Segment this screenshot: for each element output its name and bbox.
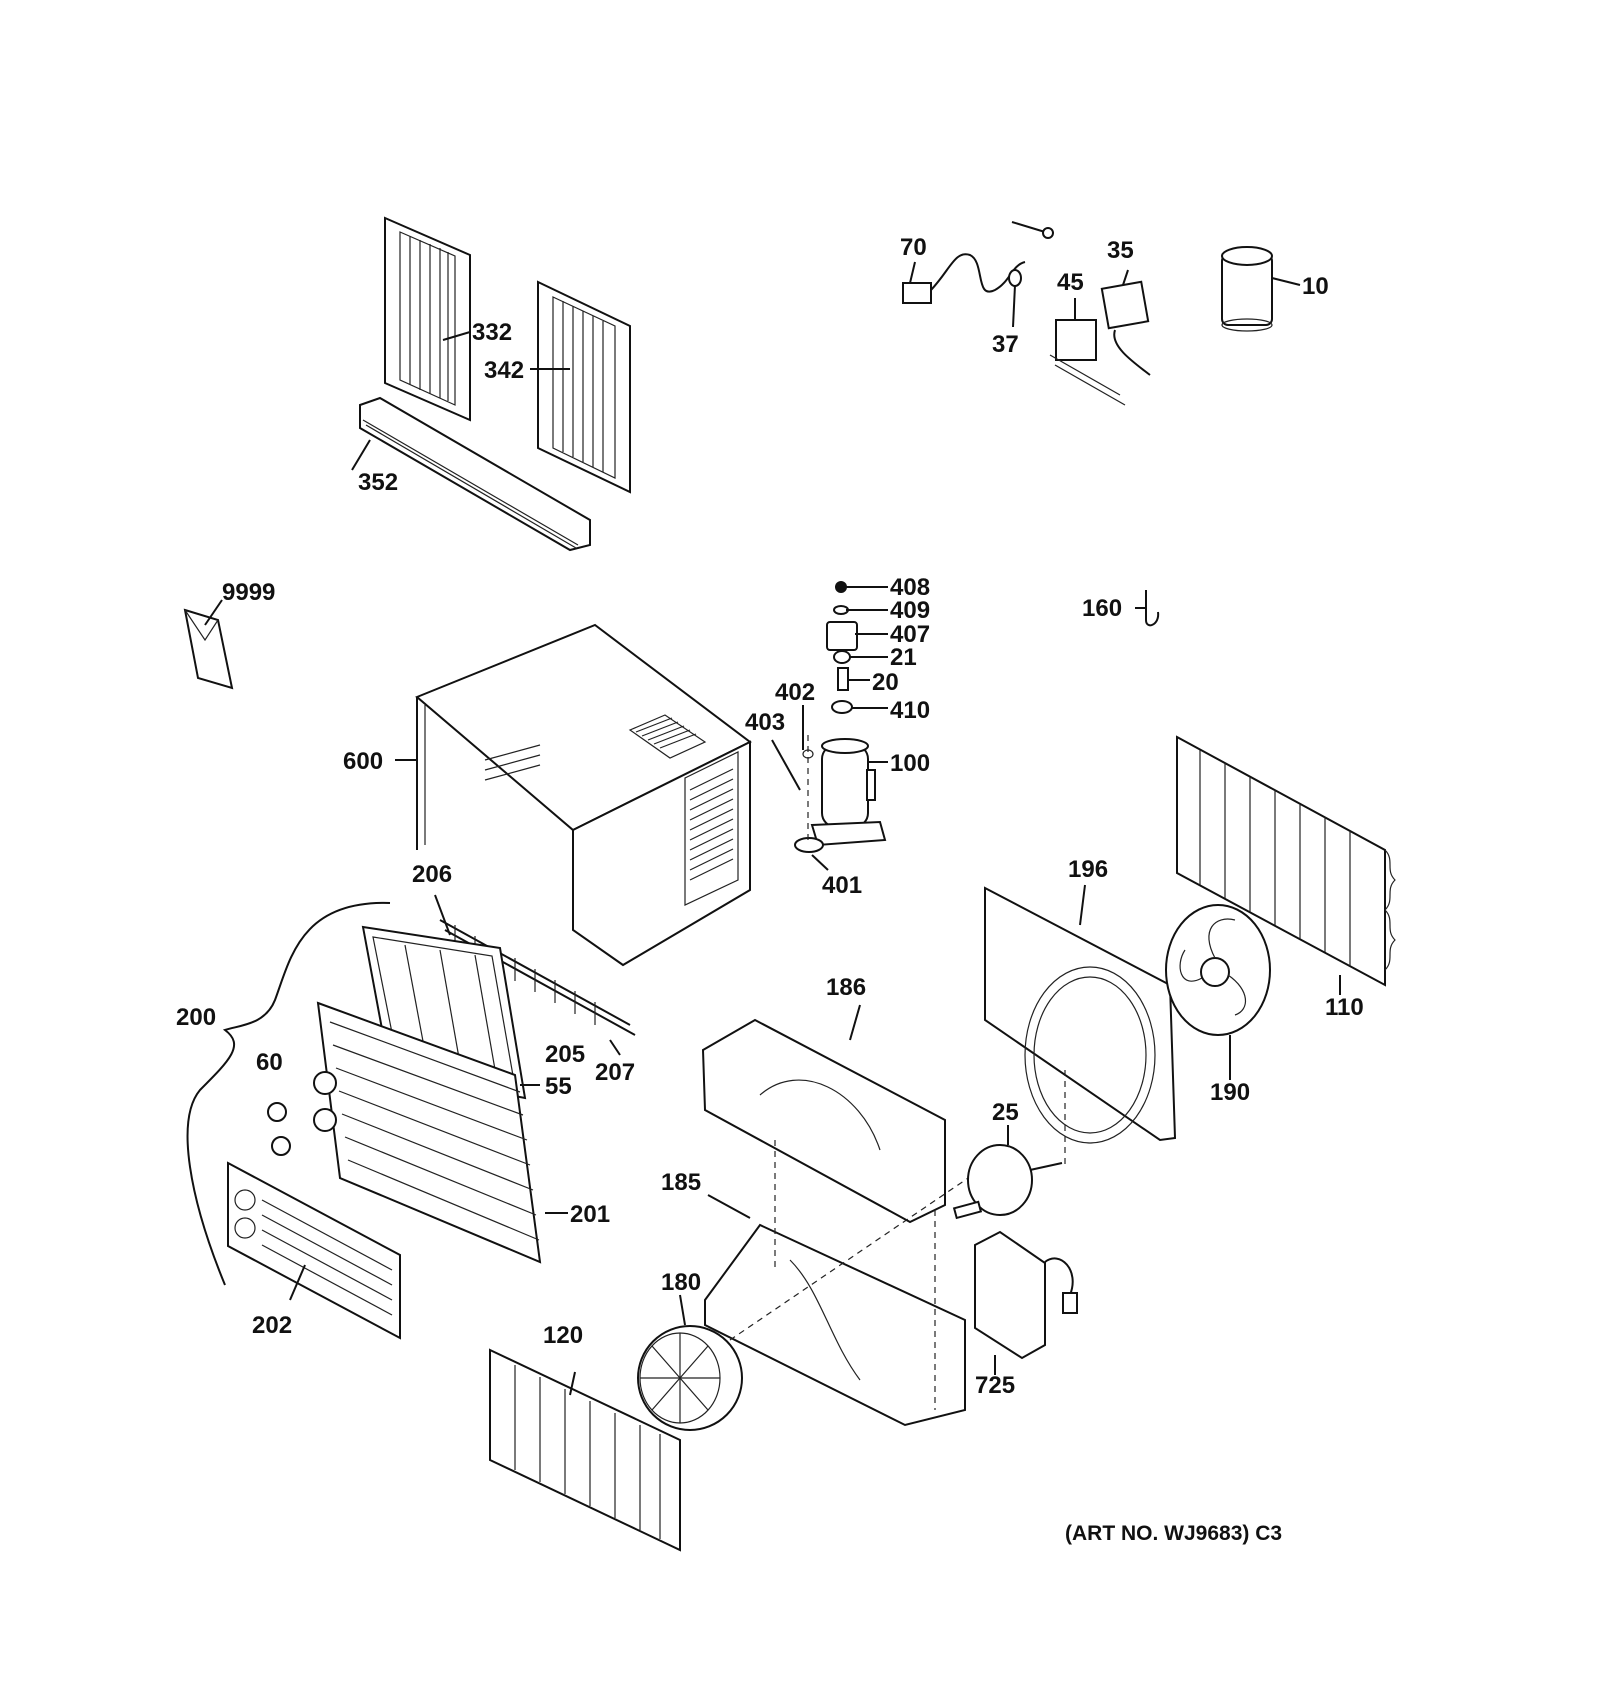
label-401: 401 bbox=[822, 872, 862, 899]
label-20: 20 bbox=[872, 669, 899, 696]
label-25: 25 bbox=[992, 1099, 1019, 1126]
label-185: 185 bbox=[661, 1169, 701, 1196]
label-37: 37 bbox=[992, 331, 1019, 358]
label-35: 35 bbox=[1107, 237, 1134, 264]
label-200: 200 bbox=[176, 1004, 216, 1031]
label-402: 402 bbox=[775, 679, 815, 706]
label-186: 186 bbox=[826, 974, 866, 1001]
side-curtain-right-drawing bbox=[537, 280, 631, 494]
art-number: (ART NO. WJ9683) C3 bbox=[1065, 1522, 1282, 1545]
group-200-bracket bbox=[186, 901, 391, 1286]
label-55: 55 bbox=[545, 1073, 572, 1100]
label-600: 600 bbox=[343, 748, 383, 775]
label-408: 408 bbox=[890, 574, 930, 601]
clip-160-drawing bbox=[1145, 590, 1160, 627]
label-70: 70 bbox=[900, 234, 927, 261]
screw-37-drawing bbox=[1008, 269, 1022, 287]
side-curtain-left-drawing bbox=[384, 216, 471, 422]
label-352: 352 bbox=[358, 469, 398, 496]
label-407: 407 bbox=[890, 621, 930, 648]
label-60: 60 bbox=[256, 1049, 283, 1076]
compressor-drawing bbox=[794, 581, 887, 853]
label-180: 180 bbox=[661, 1269, 701, 1296]
label-410: 410 bbox=[890, 697, 930, 724]
label-409: 409 bbox=[890, 597, 930, 624]
label-196: 196 bbox=[1068, 856, 1108, 883]
front-grille-drawing bbox=[313, 1001, 542, 1264]
label-190: 190 bbox=[1210, 1079, 1250, 1106]
label-725: 725 bbox=[975, 1372, 1015, 1399]
label-332: 332 bbox=[472, 319, 512, 346]
inlet-grille-drawing bbox=[227, 1161, 401, 1340]
leader-lines bbox=[204, 261, 1341, 1396]
switch-45-drawing bbox=[1049, 319, 1126, 406]
fan-shroud-drawing bbox=[984, 886, 1177, 1165]
label-207: 207 bbox=[595, 1059, 635, 1086]
label-205: 205 bbox=[545, 1041, 585, 1068]
capacitor-10-drawing bbox=[1221, 246, 1273, 332]
top-rail-drawing bbox=[359, 396, 591, 552]
label-206: 206 bbox=[412, 861, 452, 888]
label-120: 120 bbox=[543, 1322, 583, 1349]
motor-mount-drawing bbox=[974, 1230, 1078, 1360]
label-100: 100 bbox=[890, 750, 930, 777]
label-9999: 9999 bbox=[222, 579, 275, 606]
scroll-base-drawing bbox=[704, 1223, 966, 1427]
envelope-drawing bbox=[183, 608, 234, 690]
label-21: 21 bbox=[890, 644, 917, 671]
label-403: 403 bbox=[745, 709, 785, 736]
cabinet-drawing bbox=[415, 623, 752, 967]
knobs-drawing bbox=[267, 1102, 291, 1156]
label-160: 160 bbox=[1082, 595, 1122, 622]
scroll-top-drawing bbox=[701, 1018, 946, 1224]
label-10: 10 bbox=[1302, 273, 1329, 300]
label-342: 342 bbox=[484, 357, 524, 384]
power-cord-drawing bbox=[902, 221, 1054, 304]
label-202: 202 bbox=[252, 1312, 292, 1339]
part-labels: 332 342 352 70 37 35 45 10 9999 408 409 … bbox=[176, 234, 1364, 1399]
evaporator-coil-drawing bbox=[489, 1348, 681, 1552]
fan-blade-drawing bbox=[1165, 904, 1271, 1036]
fan-motor-drawing bbox=[952, 1144, 1063, 1220]
label-201: 201 bbox=[570, 1201, 610, 1228]
condenser-coil-drawing bbox=[1176, 735, 1396, 987]
label-45: 45 bbox=[1057, 269, 1084, 296]
label-110: 110 bbox=[1325, 994, 1364, 1021]
blower-wheel-drawing bbox=[637, 1325, 743, 1431]
thermostat-35-drawing bbox=[1100, 280, 1151, 376]
